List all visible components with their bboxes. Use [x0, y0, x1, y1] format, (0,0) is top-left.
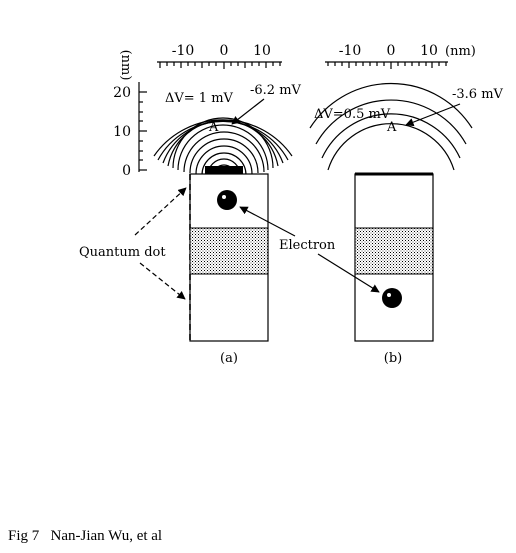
panel-b-barrier-layer — [354, 227, 434, 275]
panel-b-x-axis — [325, 61, 448, 69]
panel-b-potential-arrow — [405, 103, 461, 127]
panel-b-x-unit: (nm) — [445, 44, 476, 59]
panel-a-delta-v-label: ΔV= 1 mV — [165, 91, 234, 106]
panel-b-potential-label: -3.6 mV — [452, 87, 504, 102]
quantum-dot-label: Quantum dot — [79, 245, 166, 260]
panel-a-y-tick-20: 20 — [113, 85, 131, 101]
panel-a-sublabel: (a) — [220, 351, 238, 366]
electron-label: Electron — [279, 238, 336, 253]
panel-a-x-tick-10: 10 — [253, 43, 271, 59]
panel-a-dense-contour-core — [205, 166, 243, 174]
panel-b-electron — [382, 288, 402, 308]
panel-b-point-a: A — [386, 120, 397, 135]
quantum-dot-arrow-bottom — [139, 262, 186, 300]
panel-a-potential-arrow — [231, 98, 265, 125]
panel-a-x-tick-0: 0 — [220, 43, 229, 59]
panel-a-electron — [217, 190, 237, 210]
panel-a-barrier-layer — [189, 227, 269, 275]
panel-a-electron-highlight — [222, 195, 226, 199]
panel-b-x-tick-0: 0 — [387, 43, 396, 59]
panel-a-x-tick-neg10: -10 — [172, 43, 195, 59]
panel-a-y-tick-0: 0 — [122, 163, 131, 179]
electron-arrow-a — [239, 206, 296, 237]
panel-a-point-a: A — [208, 120, 219, 135]
panel-b-equipotential-lines — [309, 82, 473, 171]
panel-b-x-tick-10: 10 — [420, 43, 438, 59]
panel-b: -10 0 10 (nm) ΔV=0.5 mV -3.6 mV A (b) — [309, 43, 504, 366]
panel-a-y-unit: (nm) — [118, 50, 133, 81]
panel-b-sublabel: (b) — [384, 351, 402, 366]
panel-a-y-tick-10: 10 — [113, 124, 131, 140]
panel-b-x-tick-neg10: -10 — [339, 43, 362, 59]
quantum-dot-arrow-top — [134, 187, 187, 236]
panel-b-electron-highlight — [387, 293, 391, 297]
panel-a-y-axis — [138, 82, 147, 172]
electron-arrow-b — [317, 253, 380, 293]
panel-b-delta-v-label: ΔV=0.5 mV — [314, 107, 391, 122]
panel-a-x-axis — [157, 61, 282, 69]
figure-caption: Fig 7 Nan-Jian Wu, et al — [8, 528, 163, 544]
panel-a: -10 0 10 20 10 0 (nm) — [113, 43, 301, 366]
panel-a-potential-label: -6.2 mV — [250, 83, 302, 98]
